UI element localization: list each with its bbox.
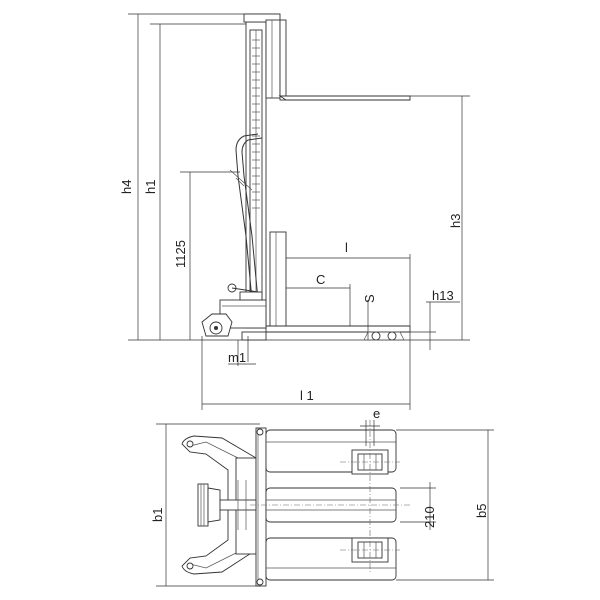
dim-e: e bbox=[360, 406, 380, 446]
dim-l1: l 1 bbox=[201, 332, 411, 410]
dim-l: l bbox=[286, 240, 411, 326]
base-frame bbox=[201, 283, 267, 362]
raised-fork bbox=[265, 19, 411, 101]
label-210: 210 bbox=[422, 506, 437, 528]
label-l: l bbox=[345, 240, 348, 255]
tiller-handle bbox=[229, 133, 263, 301]
label-h3: h3 bbox=[448, 214, 463, 228]
lowered-fork bbox=[265, 231, 411, 333]
label-h4: h4 bbox=[119, 180, 134, 194]
label-b1: b1 bbox=[150, 508, 165, 522]
dim-s: S bbox=[362, 294, 377, 340]
side-view: h4 h1 1125 bbox=[119, 13, 470, 410]
dim-h13: h13 bbox=[410, 288, 460, 350]
top-view: b1 bbox=[150, 406, 494, 587]
dim-h3: h3 bbox=[410, 95, 470, 340]
lift-chain bbox=[252, 39, 260, 209]
dim-210: 210 bbox=[400, 482, 437, 530]
dim-m1: m1 bbox=[228, 340, 256, 366]
label-m1: m1 bbox=[228, 350, 246, 365]
load-wheels bbox=[363, 331, 405, 341]
label-h1: h1 bbox=[143, 180, 158, 194]
dim-1125: 1125 bbox=[173, 171, 240, 340]
dim-b1: b1 bbox=[150, 423, 260, 587]
label-c: C bbox=[316, 272, 325, 287]
label-h13: h13 bbox=[432, 288, 454, 303]
dim-b5: b5 bbox=[396, 429, 494, 581]
label-1125: 1125 bbox=[173, 240, 188, 268]
label-l1: l 1 bbox=[300, 388, 314, 403]
label-s: S bbox=[362, 294, 377, 303]
label-b5: b5 bbox=[474, 504, 489, 518]
dim-c: C bbox=[286, 272, 351, 326]
label-e: e bbox=[373, 406, 380, 421]
